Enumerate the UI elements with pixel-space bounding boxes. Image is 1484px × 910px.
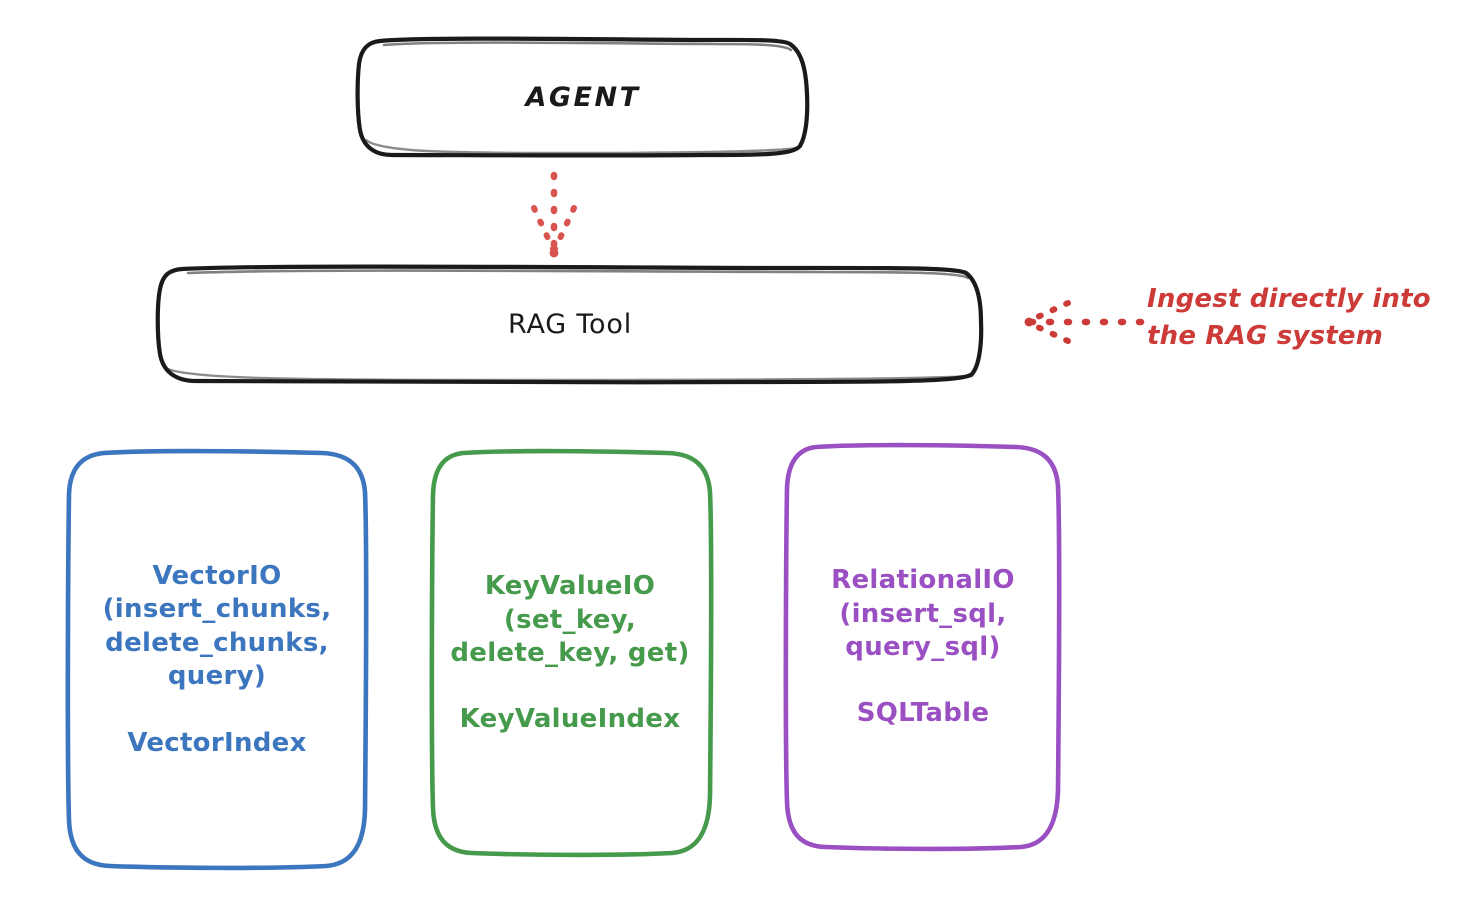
agent-box-outline (355, 36, 810, 158)
rag-tool-box-label: RAG Tool (507, 308, 632, 340)
key-value-io-box-outline (429, 448, 714, 858)
relational-io-box-outline (783, 442, 1062, 852)
ingest-annotation-text: Ingest directly into the RAG system (1147, 284, 1431, 351)
relational-io-box-label: RelationalIO (insert_sql, query_sql) SQL… (831, 565, 1015, 729)
vector-io-box-label: VectorIO (insert_chunks, delete_chunks, … (102, 561, 332, 758)
key-value-io-box-label: KeyValueIO (set_key, delete_key, get) Ke… (450, 571, 690, 735)
vector-io-box-outline (65, 448, 369, 871)
ingest-dotted-arrow (1024, 300, 1145, 344)
rag-tool-box-outline (155, 264, 984, 385)
agent-to-rag-dotted-arrow (531, 171, 577, 258)
agent-box-label: AGENT (525, 81, 641, 113)
